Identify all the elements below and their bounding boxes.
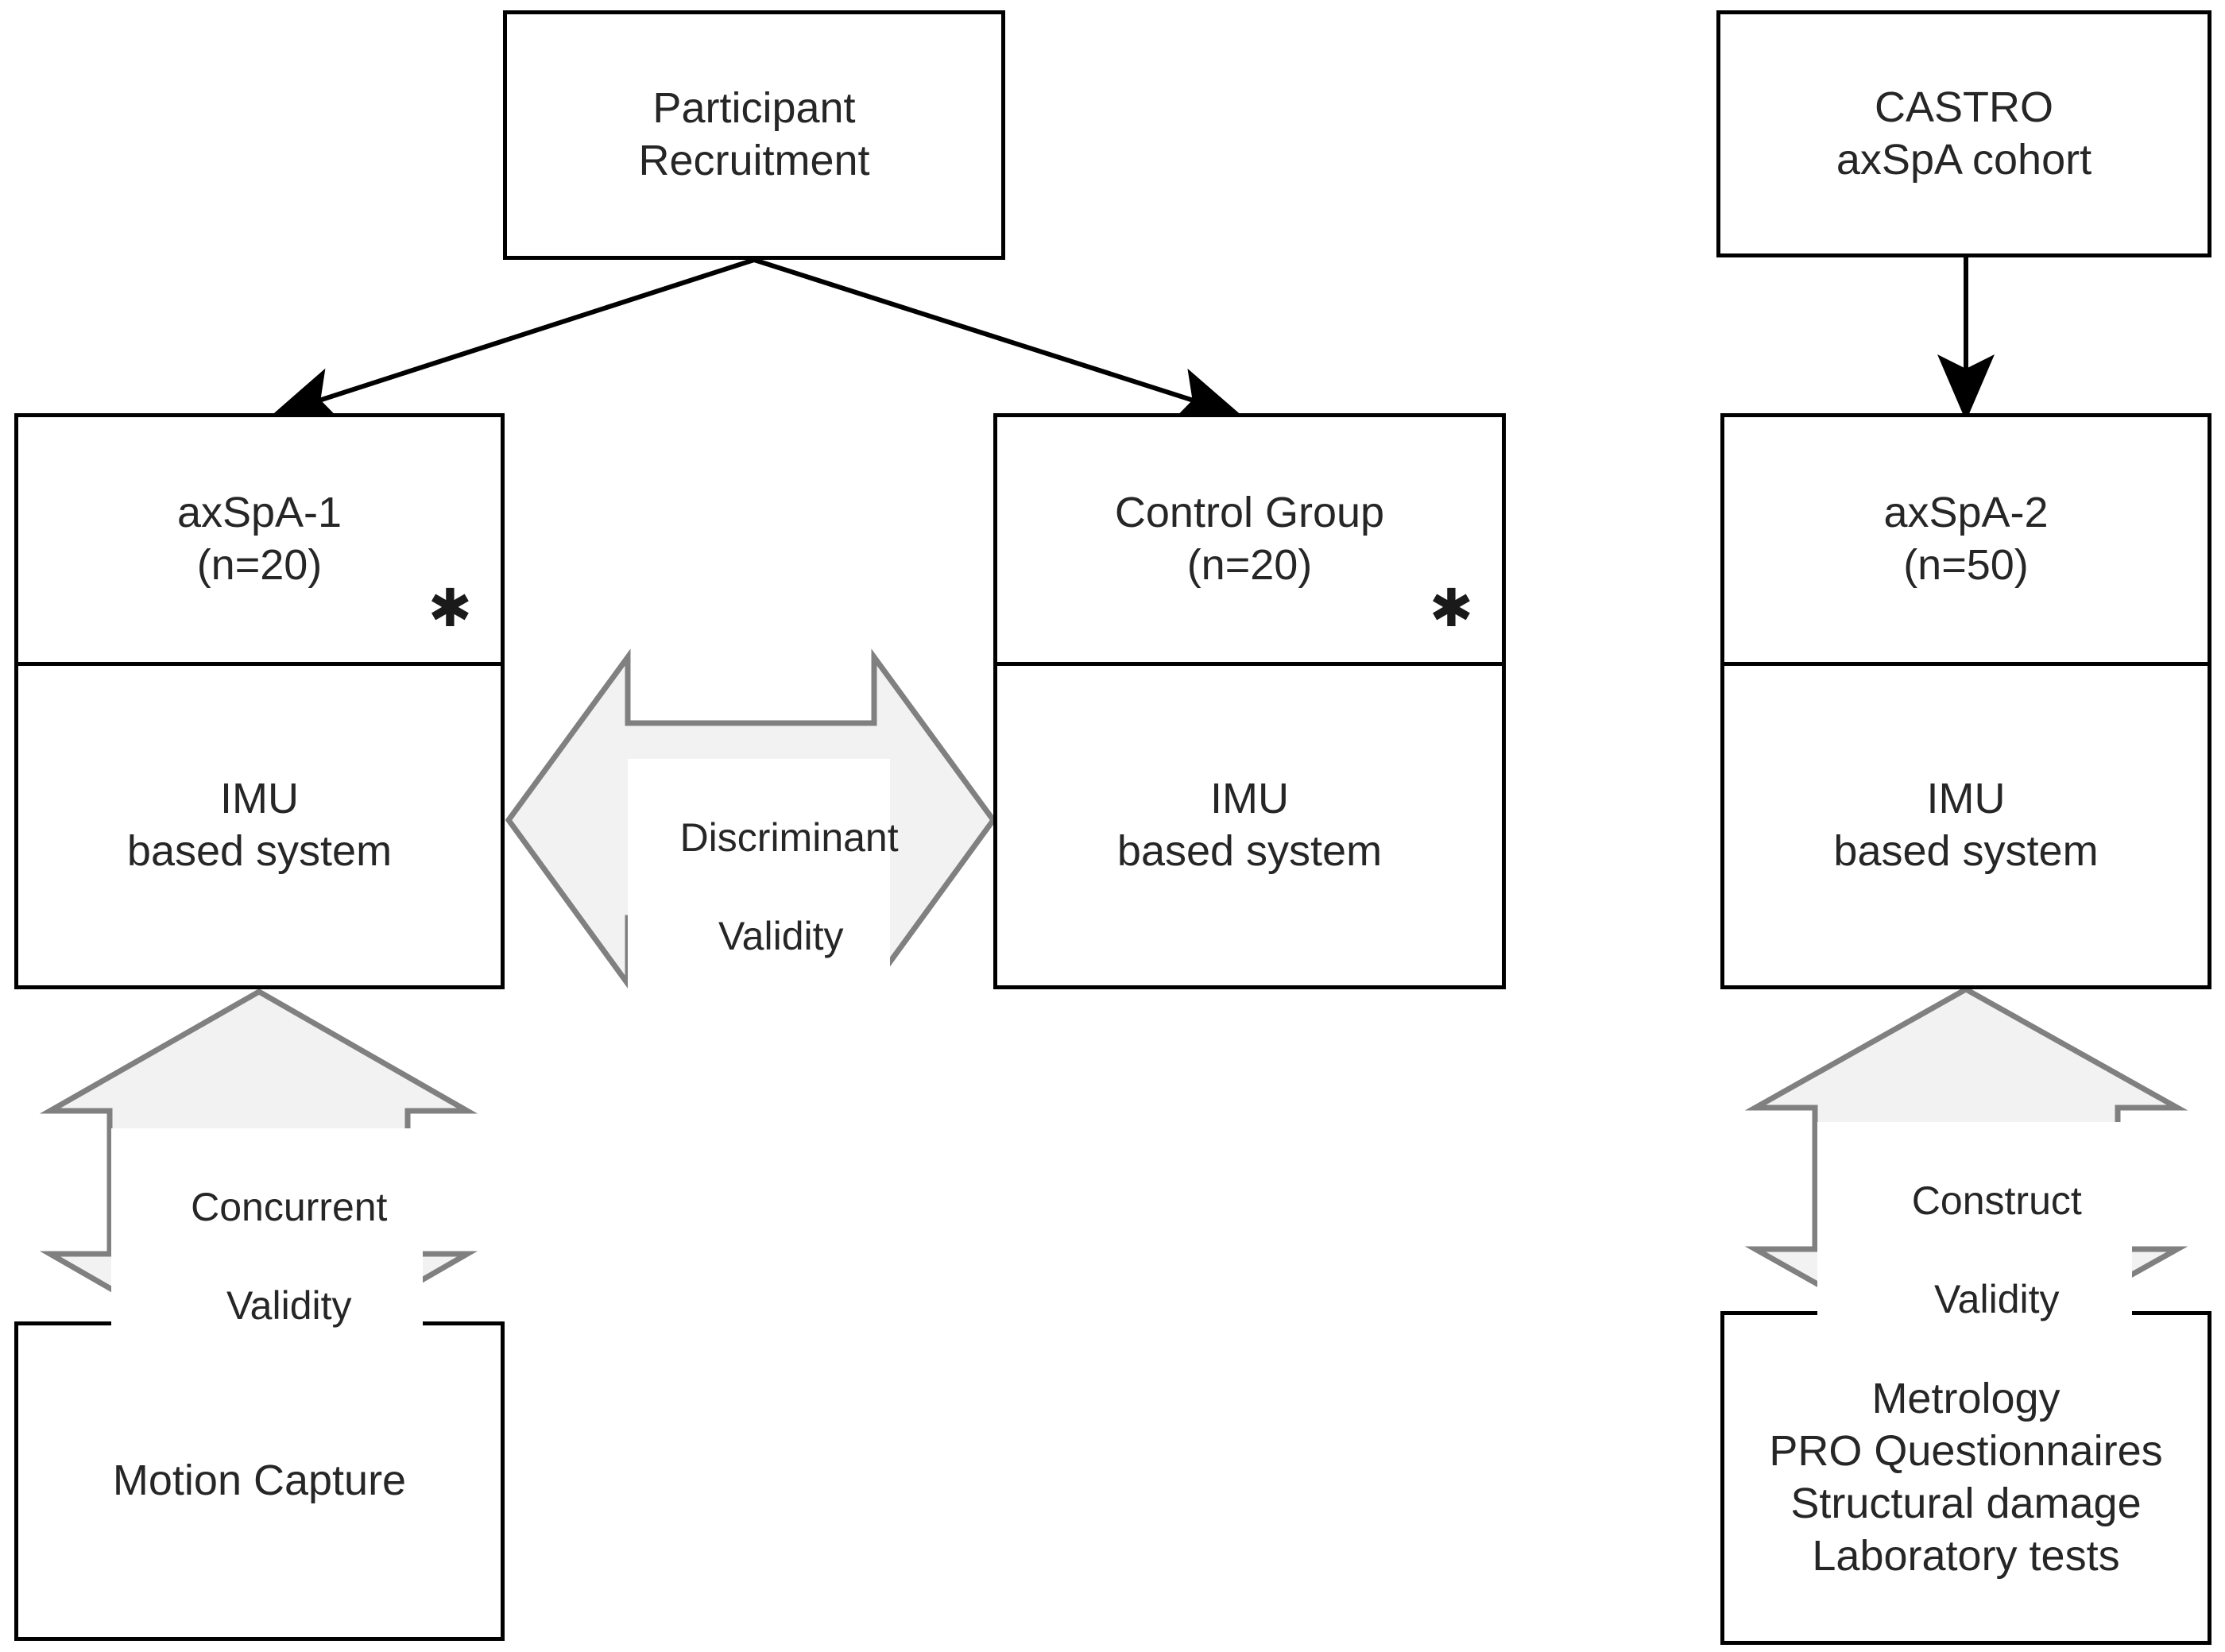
imu-right-line-1: IMU <box>1926 775 2006 823</box>
label-concurrent-validity: Concurrent Validity <box>111 1128 423 1384</box>
participant-recruitment-body: Participant Recruitment <box>507 14 1001 256</box>
control-group-line-1: Control Group <box>1114 489 1385 537</box>
control-group-line-2: (n=20) <box>1186 541 1313 589</box>
asterisk-marker-axspa1: ✱ <box>428 578 472 639</box>
imu-middle-line-1: IMU <box>1210 775 1289 823</box>
clinical-measures-line-2: PRO Questionnaires <box>1769 1427 2163 1476</box>
participant-recruitment-line-1: Participant <box>652 84 856 133</box>
imu-right-line-2: based system <box>1833 827 2099 875</box>
node-castro-cohort[interactable]: CASTRO axSpA cohort <box>1716 10 2211 257</box>
axspa2-line-2: (n=50) <box>1903 541 2029 589</box>
axspa1-imu-cell: IMU based system <box>18 666 501 985</box>
label-discriminant-validity: Discriminant Validity <box>628 759 899 1015</box>
motion-capture-line-1: Motion Capture <box>112 1457 407 1505</box>
control-group-imu-cell: IMU based system <box>997 666 1502 985</box>
clinical-measures-body: Metrology PRO Questionnaires Structural … <box>1724 1315 2208 1641</box>
clinical-measures-line-3: Structural damage <box>1790 1480 2142 1527</box>
construct-validity-line-1: Construct <box>1911 1178 2082 1223</box>
concurrent-validity-line-1: Concurrent <box>191 1185 388 1229</box>
node-axspa1-group[interactable]: axSpA-1 (n=20) ✱ IMU based system <box>14 413 505 989</box>
axspa2-header-cell: axSpA-2 (n=50) <box>1724 417 2208 666</box>
clinical-measures-line-1: Metrology <box>1871 1375 2061 1423</box>
imu-left-line-2: based system <box>126 827 393 875</box>
connector-recruitment-to-control <box>753 257 1243 424</box>
motion-capture-body: Motion Capture <box>18 1325 501 1637</box>
axspa1-line-1: axSpA-1 <box>176 489 342 537</box>
label-construct-validity: Construct Validity <box>1817 1122 2132 1378</box>
axspa2-line-1: axSpA-2 <box>1883 489 2049 537</box>
castro-cohort-line-2: axSpA cohort <box>1836 135 2092 184</box>
node-axspa2-group[interactable]: axSpA-2 (n=50) IMU based system <box>1720 413 2211 989</box>
imu-left-line-1: IMU <box>220 775 299 823</box>
concurrent-validity-line-2: Validity <box>226 1283 352 1328</box>
construct-validity-line-2: Validity <box>1934 1277 2060 1321</box>
discriminant-validity-line-1: Discriminant <box>679 815 899 860</box>
castro-cohort-body: CASTRO axSpA cohort <box>1720 14 2208 253</box>
connector-recruitment-to-axspa1 <box>270 257 755 424</box>
discriminant-validity-line-2: Validity <box>718 914 844 958</box>
clinical-measures-line-4: Laboratory tests <box>1812 1531 2120 1580</box>
axspa1-header-cell: axSpA-1 (n=20) ✱ <box>18 417 501 666</box>
castro-cohort-line-1: CASTRO <box>1874 83 2054 131</box>
asterisk-marker-control-group: ✱ <box>1429 578 1473 639</box>
imu-middle-line-2: based system <box>1116 827 1383 875</box>
node-participant-recruitment[interactable]: Participant Recruitment <box>503 10 1005 260</box>
axspa2-imu-cell: IMU based system <box>1724 666 2208 985</box>
control-group-header-cell: Control Group (n=20) ✱ <box>997 417 1502 666</box>
node-control-group[interactable]: Control Group (n=20) ✱ IMU based system <box>993 413 1506 989</box>
axspa1-line-2: (n=20) <box>196 541 323 589</box>
participant-recruitment-line-2: Recruitment <box>638 137 870 184</box>
